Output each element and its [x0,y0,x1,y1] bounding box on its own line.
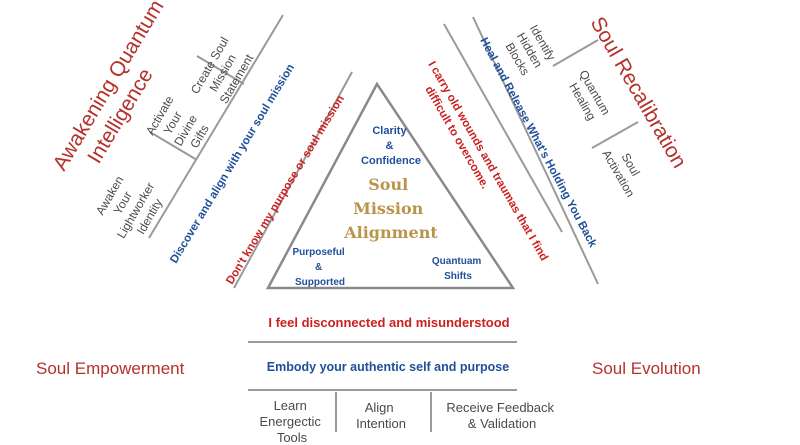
bottom-negative-statement: I feel disconnected and misunderstood [268,315,509,330]
left-item-awaken-lightworker: Awaken Your Lightworker Identity [88,162,172,248]
left-outer-line [148,14,284,239]
svg-text:Soul Activation: Soul Activation [599,140,650,200]
right-item-identify-hidden-blocks: Identify Hidden Blocks [501,22,560,80]
left-separator-1 [196,55,245,85]
clarity-label: Clarity & Confidence [361,125,421,167]
center-title: Soul Mission Alignment [343,175,438,242]
right-item-quantum-healing: Quantum Healing [563,68,614,128]
right-separator-2 [591,121,639,149]
bottom-positive-statement: Embody your authentic self and purpose [267,360,509,374]
bottom-left-title: Soul Empowerment [36,359,185,378]
bottom-item-receive-feedback: Receive Feedback & Validation [446,400,557,431]
left-separator-2 [149,131,198,161]
bottom-item-learn-tools: Learn Energectic Tools [259,398,324,445]
svg-text:Quantum Healing: Quantum Healing [563,68,614,128]
right-inner-line [443,23,563,233]
right-item-soul-activation: Soul Activation [599,140,650,200]
svg-text:Awaken Your Lightw: Awaken Your Lightworker Identity [88,162,172,248]
bottom-item-align-intention: Align Intention [356,400,406,431]
purposeful-label: Purposeful & Supported [292,247,347,288]
svg-text:Identify Hidden Bl: Identify Hidden Blocks [501,22,560,80]
center-triangle [265,81,516,290]
left-inner-line [233,71,353,289]
left-item-create-soul-mission: Create Soul Mission Statement [188,32,259,112]
right-separator-1 [552,39,599,67]
right-outer-line [472,16,599,285]
quantum-shifts-label: Quantuam Shifts [432,256,484,282]
bottom-right-title: Soul Evolution [592,359,701,378]
svg-text:Create Soul Mission: Create Soul Mission Statement [188,32,259,112]
